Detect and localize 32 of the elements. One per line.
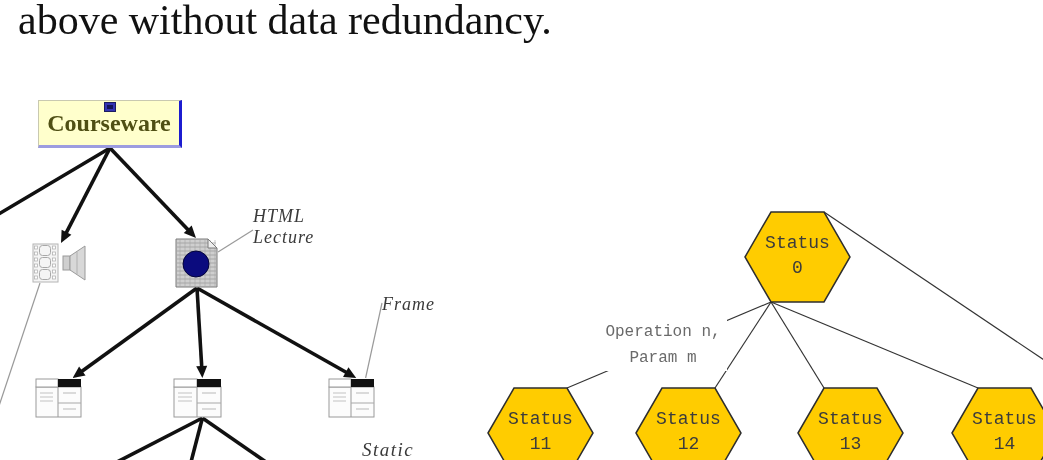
connector-line xyxy=(714,301,772,389)
status-hexagon xyxy=(635,387,742,460)
connector-line xyxy=(189,417,205,460)
leader-line xyxy=(217,229,254,253)
leader-line xyxy=(0,282,41,407)
body-text: above without data redundancy. xyxy=(18,0,552,42)
connector-line xyxy=(770,301,825,389)
arrow xyxy=(108,146,196,238)
arrow xyxy=(195,287,208,378)
status-label: Status 0 xyxy=(764,232,831,280)
arrow xyxy=(61,147,112,243)
status-hexagon xyxy=(487,387,594,460)
table-icon xyxy=(35,378,82,418)
status-label: Status 13 xyxy=(817,408,884,456)
table-icon xyxy=(328,378,375,418)
node-title: Courseware xyxy=(47,109,171,138)
web-page-icon xyxy=(175,238,218,288)
table-icon xyxy=(173,378,222,418)
status-label: Status 11 xyxy=(507,408,574,456)
status-label: Status 14 xyxy=(971,408,1038,456)
callout-label: HTML Lecture xyxy=(253,206,325,248)
callout-label: Frame xyxy=(382,294,442,315)
arrow xyxy=(196,286,357,378)
connector-line xyxy=(201,416,268,460)
callout-label: Static xyxy=(362,439,415,460)
connector-line xyxy=(0,146,111,217)
status-hexagon xyxy=(744,211,851,303)
film-speaker-icon xyxy=(32,243,88,283)
leader-line xyxy=(365,302,383,379)
status-hexagon xyxy=(797,387,904,460)
title-box xyxy=(38,100,182,148)
status-label: Status 12 xyxy=(655,408,722,456)
